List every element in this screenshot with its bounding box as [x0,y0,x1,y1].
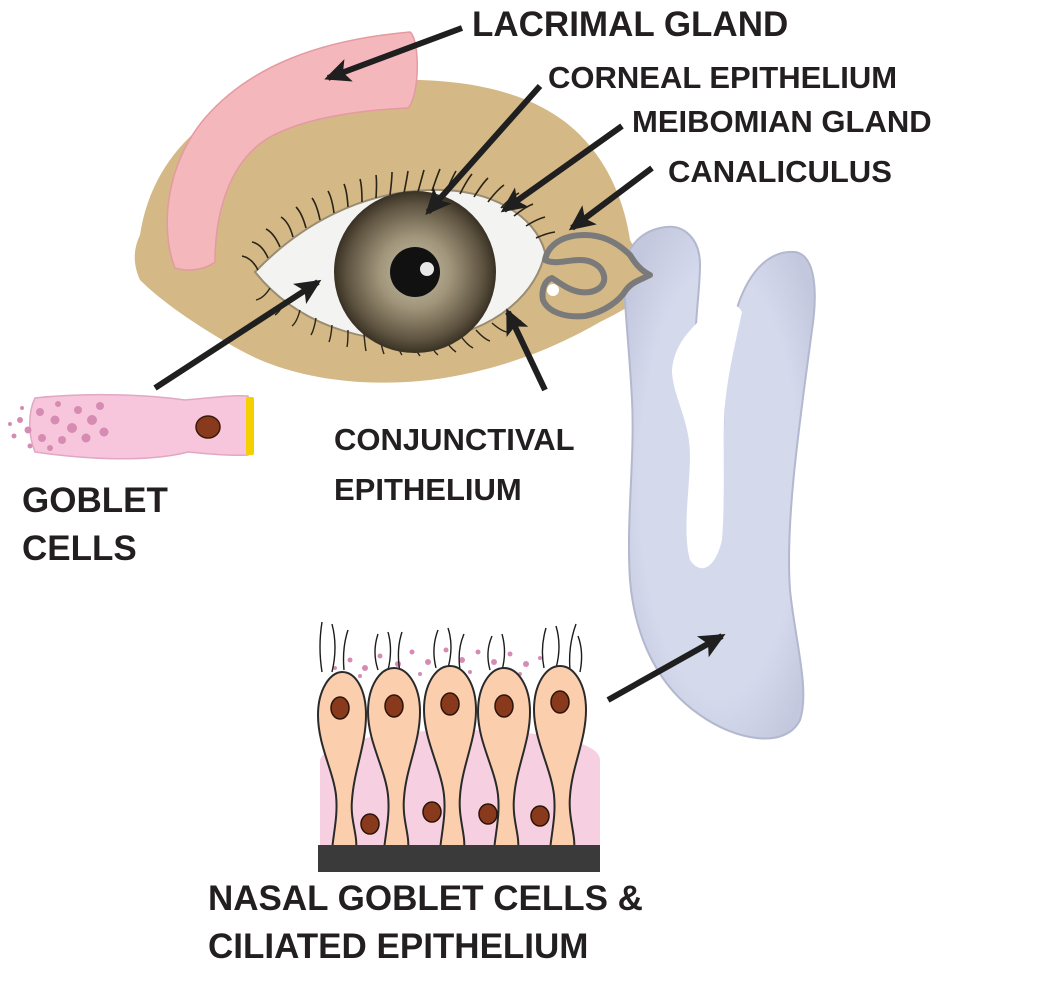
pupil-highlight [420,262,434,276]
label-nasal-line1: NASAL GOBLET CELLS & [208,879,643,918]
arrow-conjunctival-epithelium [505,308,548,392]
arrow-lacrimal-gland [324,25,464,82]
label-goblet-line1: GOBLET [22,481,168,520]
label-lacrimal-gland: LACRIMAL GLAND [472,5,788,44]
arrow-nasal-epithelium [606,633,726,703]
lacrimal-gland [166,31,418,271]
arrow-corneal-epithelium [425,84,543,215]
label-nasal-line2: CILIATED EPITHELIUM [208,927,588,966]
label-conjunctival-line2: EPITHELIUM [334,472,522,507]
arrow-goblet-cells [153,279,322,391]
nasal-epithelium [316,621,600,872]
conjunctival-goblet-cell [8,393,254,460]
arrow-meibomian-gland [500,123,624,213]
annotation-arrows [153,25,726,703]
label-conjunctival-line1: CONJUNCTIVAL [334,422,575,457]
label-goblet-line2: CELLS [22,529,137,568]
label-meibomian-gland: MEIBOMIAN GLAND [632,104,932,139]
punctum [547,284,559,296]
pupil [390,247,440,297]
label-canaliculus: CANALICULUS [668,154,892,189]
label-corneal-epithelium: CORNEAL EPITHELIUM [548,60,897,95]
nasal-cavity-inner [672,304,742,569]
canaliculus-duct [539,232,653,320]
arrow-canaliculus [568,165,654,231]
